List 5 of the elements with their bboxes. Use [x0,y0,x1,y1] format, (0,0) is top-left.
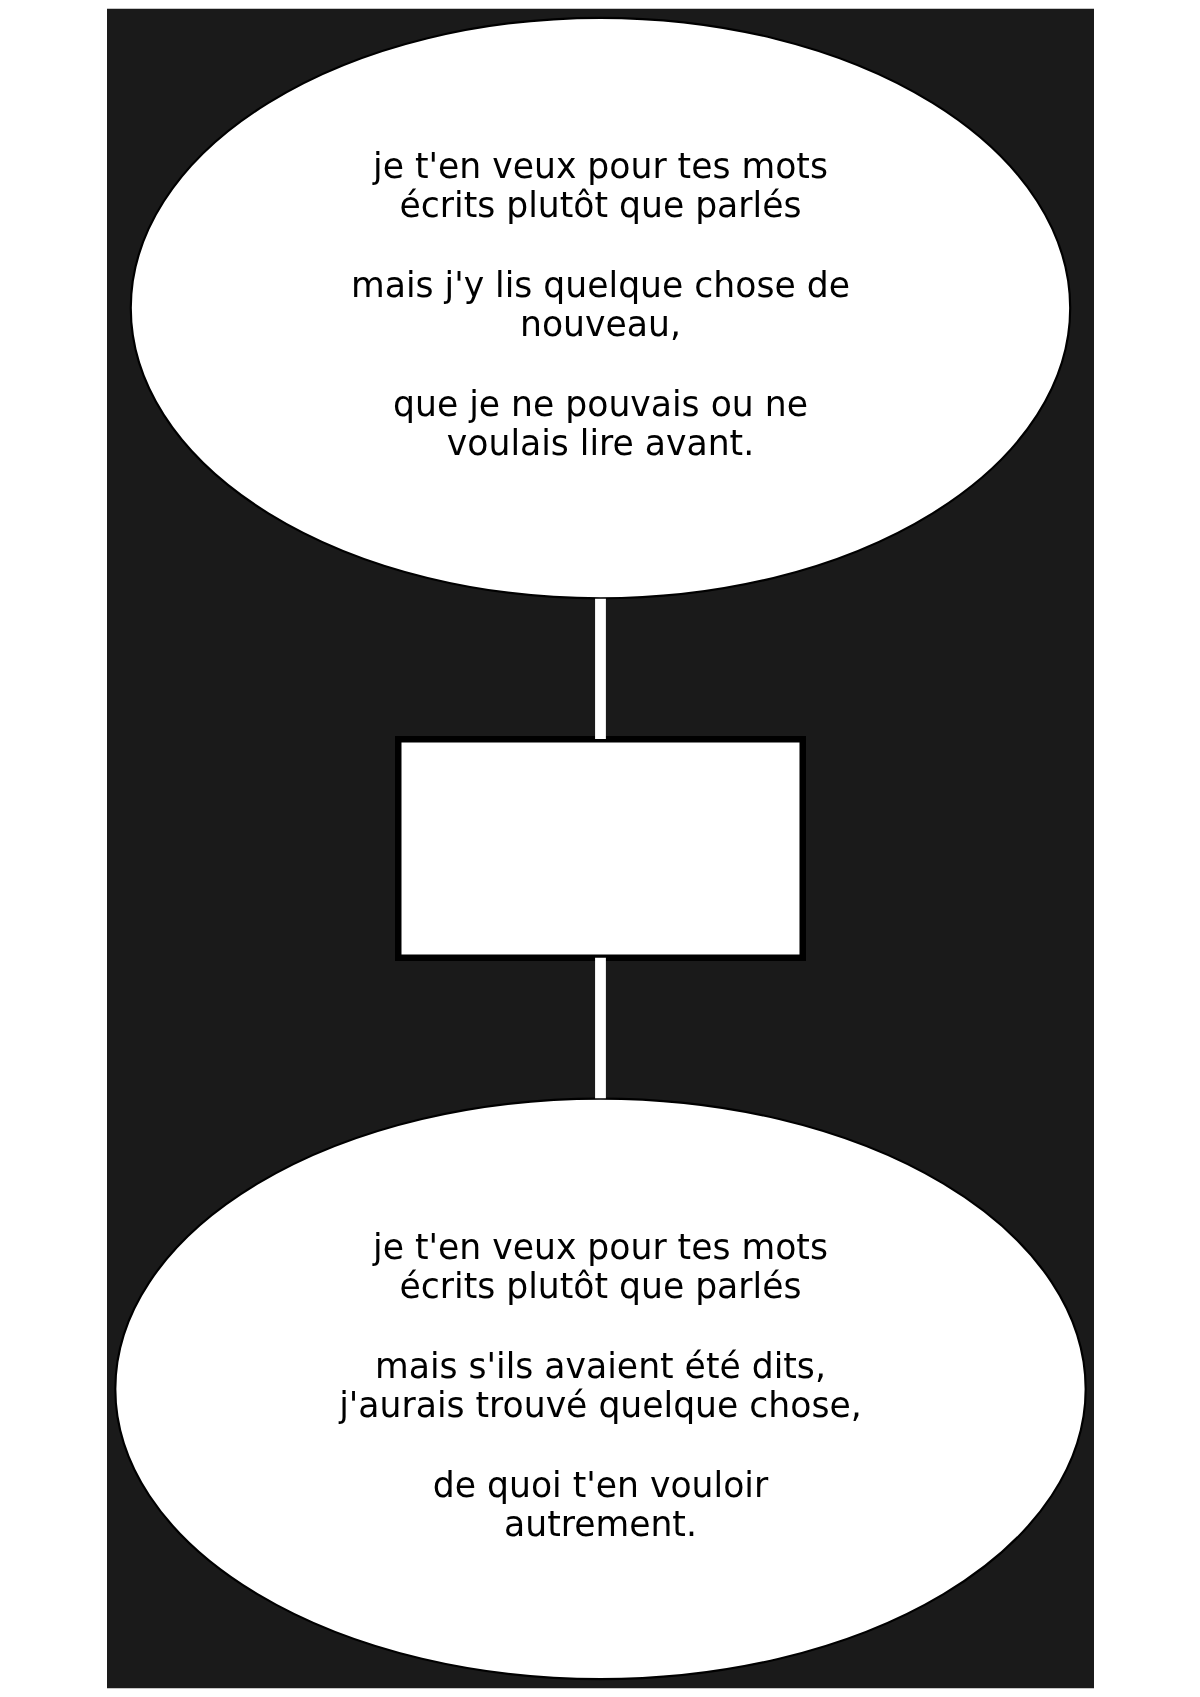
connector [594,598,606,739]
connector [594,957,606,1099]
node-ellipse: je t'en veux pour tes mots écrits plutôt que parlés mais s'ils avaient été dits, j'aurais trouvé quelque chose, de quoi t'en vouloir autrement. [113,1097,1087,1681]
node-ellipse: je t'en veux pour tes mots écrits plutôt que parlés mais j'y lis quelque chose de nouveau, que je ne pouvais ou ne voulais lire avant. [129,16,1071,600]
node-box [394,736,806,961]
